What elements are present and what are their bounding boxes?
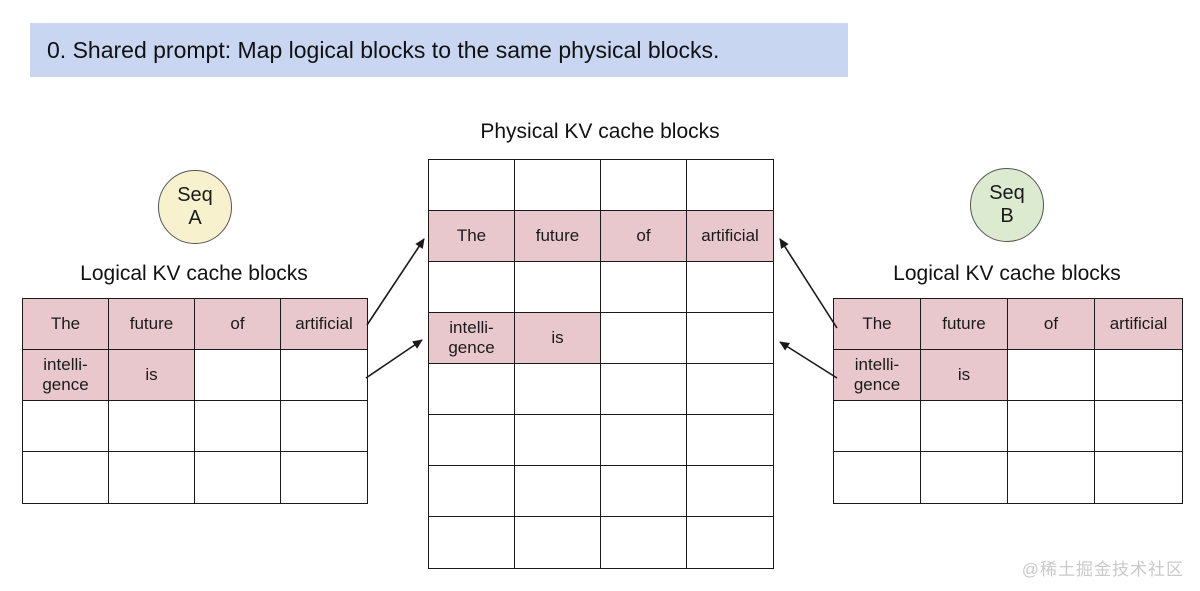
physical-table-cell-r4c2	[601, 364, 687, 415]
logical-table-a-cell-r1c3	[281, 350, 367, 401]
logical-table-a-cell-r3c0	[23, 452, 109, 503]
physical-table-cell-r1c2: of	[601, 211, 687, 262]
physical-table-cell-r2c2	[601, 262, 687, 313]
arrow-seqa-block1	[365, 339, 423, 379]
physical-table-cell-r1c3: artificial	[687, 211, 773, 262]
physical-table-cell-r6c1	[515, 466, 601, 517]
physical-table-cell-r5c1	[515, 415, 601, 466]
logical-table-a-cell-r1c1: is	[109, 350, 195, 401]
logical-table-a-cell-r0c3: artificial	[281, 299, 367, 350]
physical-table-cell-r1c0: The	[429, 211, 515, 262]
physical-table-cell-r3c1: is	[515, 313, 601, 364]
logical-table-label-right: Logical KV cache blocks	[893, 262, 1121, 285]
logical-table-b-cell-r0c0: The	[834, 299, 921, 350]
arrow-seqb-block1	[779, 341, 838, 379]
logical-table-b-cell-r0c1: future	[921, 299, 1008, 350]
physical-table-cell-r2c3	[687, 262, 773, 313]
logical-table-b-cell-r2c2	[1008, 401, 1095, 452]
physical-table-label: Physical KV cache blocks	[480, 120, 720, 143]
logical-table-b-cell-r3c3	[1095, 452, 1182, 503]
logical-table-b-cell-r1c1: is	[921, 350, 1008, 401]
seq-a-badge: Seq A	[158, 170, 232, 244]
physical-table-cell-r4c3	[687, 364, 773, 415]
physical-table-cell-r4c0	[429, 364, 515, 415]
physical-table-cell-r2c1	[515, 262, 601, 313]
physical-table-cell-r2c0	[429, 262, 515, 313]
logical-table-a-cell-r3c3	[281, 452, 367, 503]
logical-table-b-cell-r2c1	[921, 401, 1008, 452]
logical-table-b-cell-r3c2	[1008, 452, 1095, 503]
physical-table-cell-r4c1	[515, 364, 601, 415]
physical-table-cell-r6c3	[687, 466, 773, 517]
physical-table-cell-r6c2	[601, 466, 687, 517]
logical-table-a-cell-r0c2: of	[195, 299, 281, 350]
logical-table-label-left: Logical KV cache blocks	[80, 262, 308, 285]
physical-table-cell-r5c0	[429, 415, 515, 466]
physical-table-cell-r0c3	[687, 160, 773, 211]
physical-table-cell-r7c1	[515, 517, 601, 568]
logical-table-a-cell-r2c2	[195, 401, 281, 452]
logical-table-b-cell-r0c3: artificial	[1095, 299, 1182, 350]
physical-table-cell-r0c2	[601, 160, 687, 211]
physical-table-cell-r7c2	[601, 517, 687, 568]
logical-table-b-cell-r3c0	[834, 452, 921, 503]
logical-table-a-cell-r2c0	[23, 401, 109, 452]
logical-table-a-cell-r3c2	[195, 452, 281, 503]
physical-table-cell-r3c0: intelli- gence	[429, 313, 515, 364]
logical-table-b-cell-r1c3	[1095, 350, 1182, 401]
arrow-seqa-block0	[366, 238, 425, 326]
logical-table-b-cell-r1c2	[1008, 350, 1095, 401]
physical-table-cell-r5c3	[687, 415, 773, 466]
physical-table-cell-r3c3	[687, 313, 773, 364]
logical-table-a-cell-r2c1	[109, 401, 195, 452]
physical-table-cell-r0c1	[515, 160, 601, 211]
physical-table-cell-r7c3	[687, 517, 773, 568]
seq-b-badge: Seq B	[970, 168, 1044, 242]
watermark: @稀土掘金技术社区	[1021, 560, 1184, 579]
physical-table-cell-r1c1: future	[515, 211, 601, 262]
logical-table-a-cell-r1c0: intelli- gence	[23, 350, 109, 401]
arrow-seqb-block0	[779, 238, 838, 329]
physical-table-cell-r7c0	[429, 517, 515, 568]
logical-table-a-cell-r3c1	[109, 452, 195, 503]
physical-table-cell-r3c2	[601, 313, 687, 364]
title-banner: 0. Shared prompt: Map logical blocks to …	[30, 23, 848, 77]
logical-table-b-cell-r2c0	[834, 401, 921, 452]
logical-table-b-cell-r0c2: of	[1008, 299, 1095, 350]
logical-table-a-cell-r1c2	[195, 350, 281, 401]
physical-table-cell-r6c0	[429, 466, 515, 517]
logical-table-a-cell-r0c1: future	[109, 299, 195, 350]
logical-table-a-cell-r0c0: The	[23, 299, 109, 350]
physical-table-cell-r0c0	[429, 160, 515, 211]
physical-table-cell-r5c2	[601, 415, 687, 466]
logical-table-b-cell-r3c1	[921, 452, 1008, 503]
title-text: 0. Shared prompt: Map logical blocks to …	[47, 36, 720, 63]
logical-table-a-cell-r2c3	[281, 401, 367, 452]
logical-table-b-cell-r2c3	[1095, 401, 1182, 452]
logical-table-b-cell-r1c0: intelli- gence	[834, 350, 921, 401]
